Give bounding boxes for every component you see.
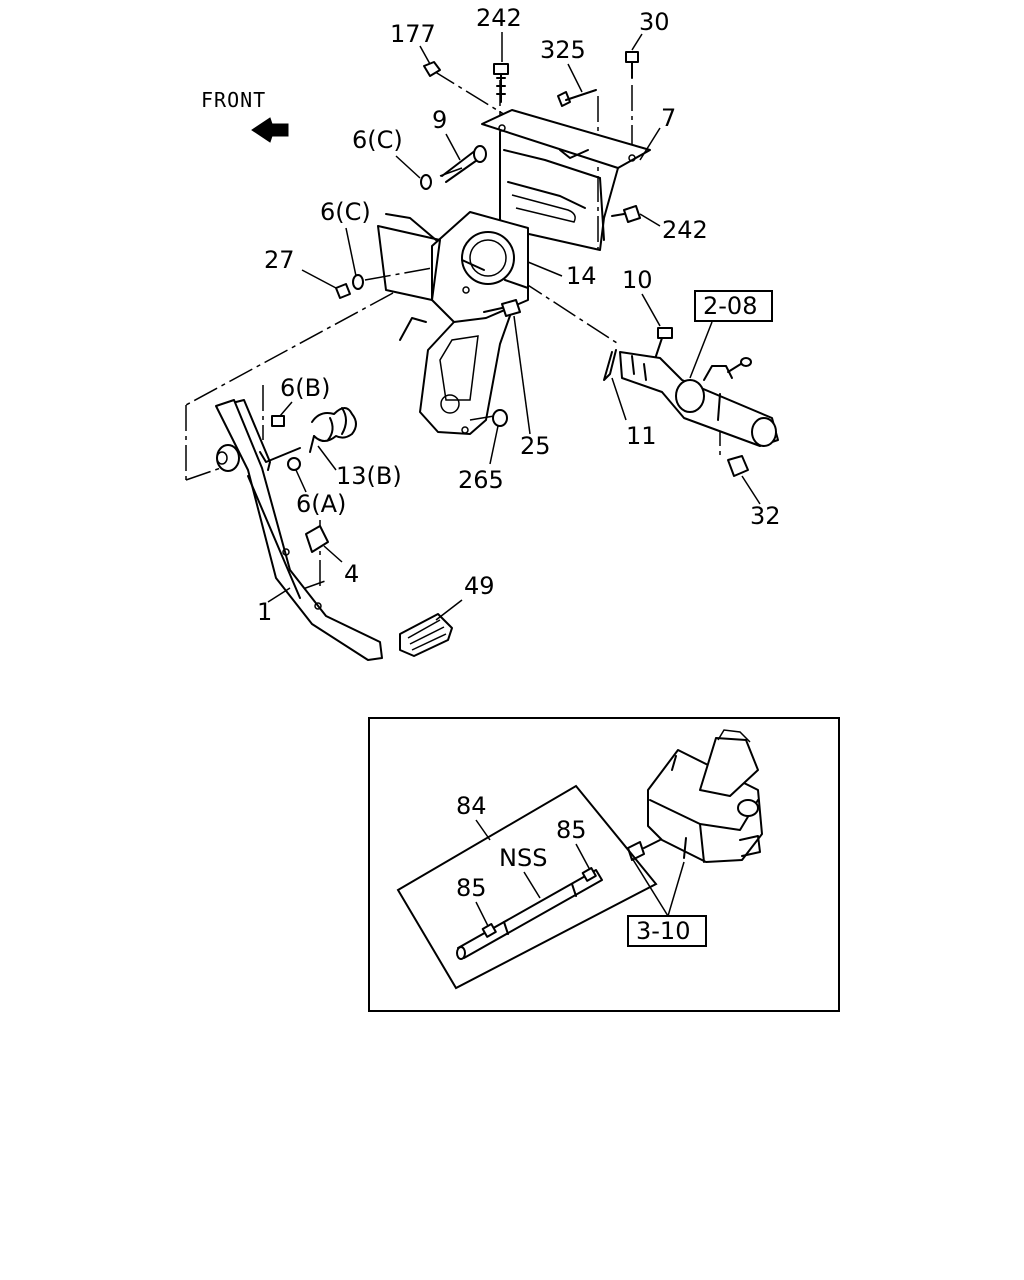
- callout-177: 177: [390, 20, 436, 48]
- callout-2-08: 2-08: [703, 292, 757, 320]
- master-cylinder: [619, 351, 779, 447]
- callout-14: 14: [566, 262, 597, 290]
- callout-49: 49: [464, 572, 495, 600]
- callout-84: 84: [456, 792, 487, 820]
- callout-7: 7: [661, 104, 676, 132]
- clutch-pedal-arm: [215, 399, 383, 661]
- front-arrow-icon: [251, 117, 289, 143]
- callout-265: 265: [458, 466, 504, 494]
- callout-85-right: 85: [556, 816, 587, 844]
- callout-1: 1: [257, 598, 272, 626]
- callout-6c-upper: 6(C): [352, 126, 403, 154]
- callouts: 177 242 325 30 7 9 6(C) 6(C) 27 242 14 1…: [257, 4, 781, 626]
- callout-85-left: 85: [456, 874, 487, 902]
- inset-frame: [368, 717, 840, 1012]
- upper-bracket: [481, 109, 651, 251]
- callout-nss: NSS: [499, 844, 547, 872]
- callout-6b: 6(B): [280, 374, 330, 402]
- hardware-parts: [271, 51, 749, 553]
- callout-11: 11: [626, 422, 657, 450]
- callout-27: 27: [264, 246, 295, 274]
- callout-4: 4: [344, 560, 359, 588]
- pedal-bracket: [377, 211, 529, 435]
- callout-3-10: 3-10: [636, 917, 690, 945]
- callout-13b: 13(B): [336, 462, 402, 490]
- callout-3-10-box: [627, 915, 707, 947]
- reservoir-inset: 84 85 NSS 85 3-10: [368, 717, 840, 1012]
- callout-242-top: 242: [476, 4, 522, 32]
- callout-325: 325: [540, 36, 586, 64]
- reservoir-hose: [456, 867, 603, 960]
- return-spring: [259, 407, 357, 463]
- callout-242-right: 242: [662, 216, 708, 244]
- callout-9: 9: [432, 106, 447, 134]
- callout-6c-lower: 6(C): [320, 198, 371, 226]
- callout-6a: 6(A): [296, 490, 346, 518]
- callout-32: 32: [750, 502, 781, 530]
- front-label: FRONT: [201, 88, 266, 112]
- callout-2-08-box: [694, 290, 773, 322]
- callout-30: 30: [639, 8, 670, 36]
- callout-10: 10: [622, 266, 653, 294]
- reservoir-tank: [627, 729, 763, 863]
- pedal-pad: [399, 613, 453, 657]
- hose-kit-frame: [396, 784, 658, 990]
- callout-25: 25: [520, 432, 551, 460]
